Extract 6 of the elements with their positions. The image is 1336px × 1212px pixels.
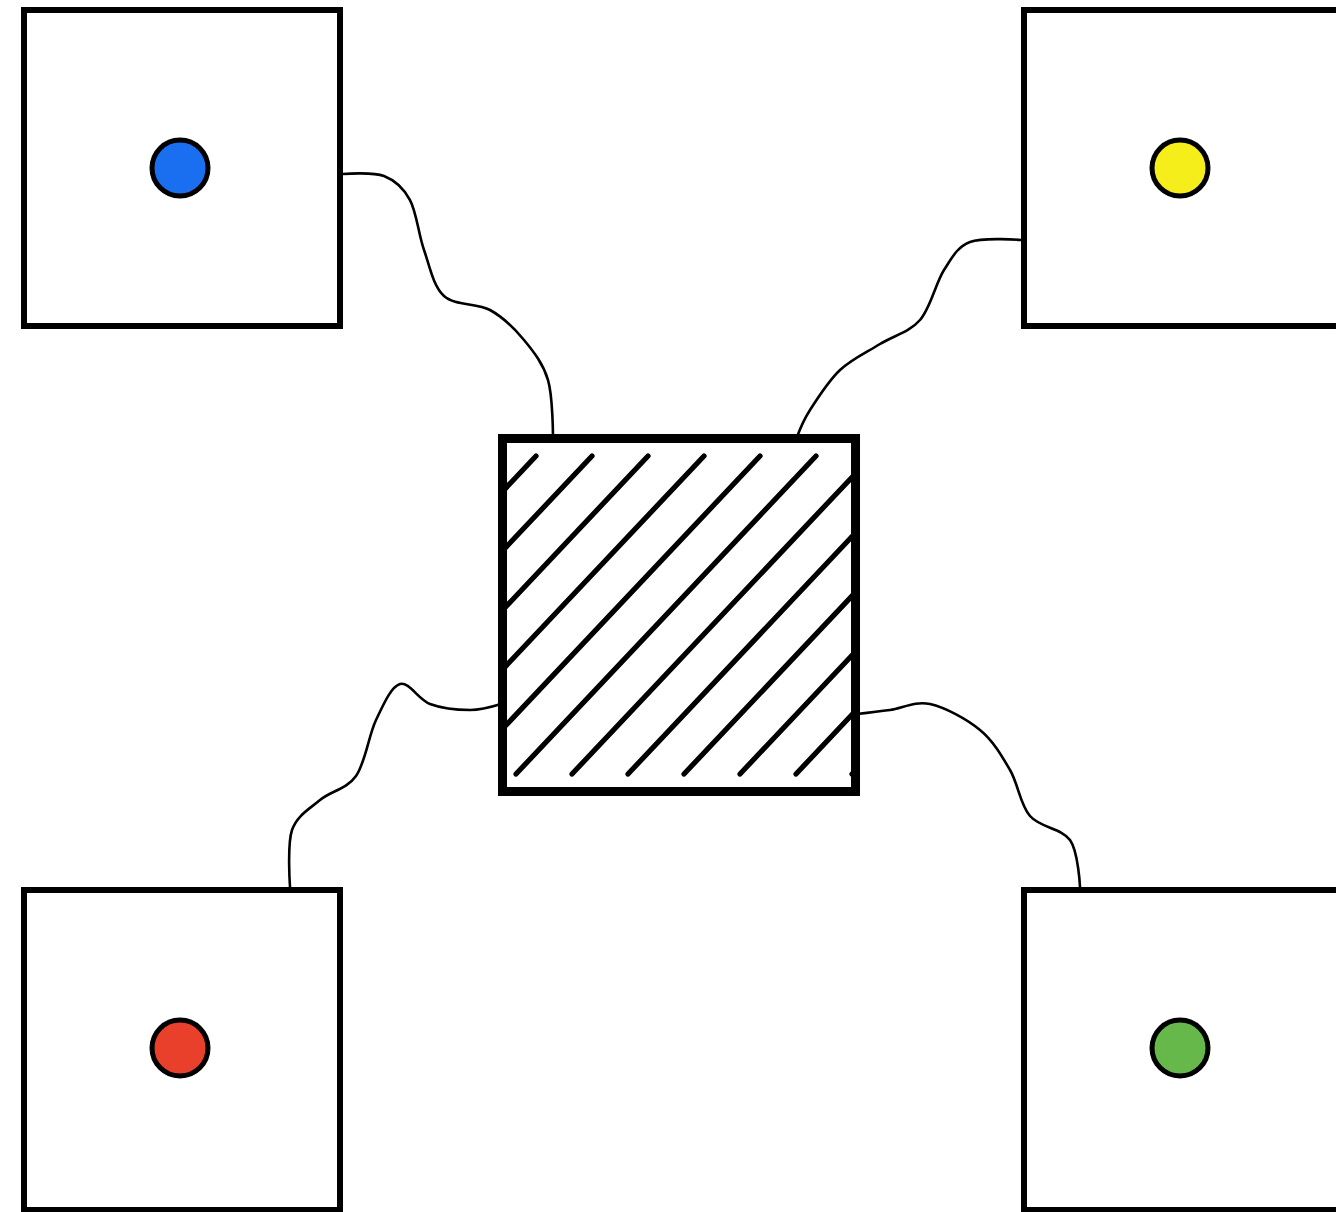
hatched-box [498, 434, 860, 796]
wire [287, 682, 502, 888]
wire [342, 172, 555, 438]
square-box [21, 7, 343, 329]
wire [795, 237, 1022, 438]
wire [856, 701, 1082, 888]
